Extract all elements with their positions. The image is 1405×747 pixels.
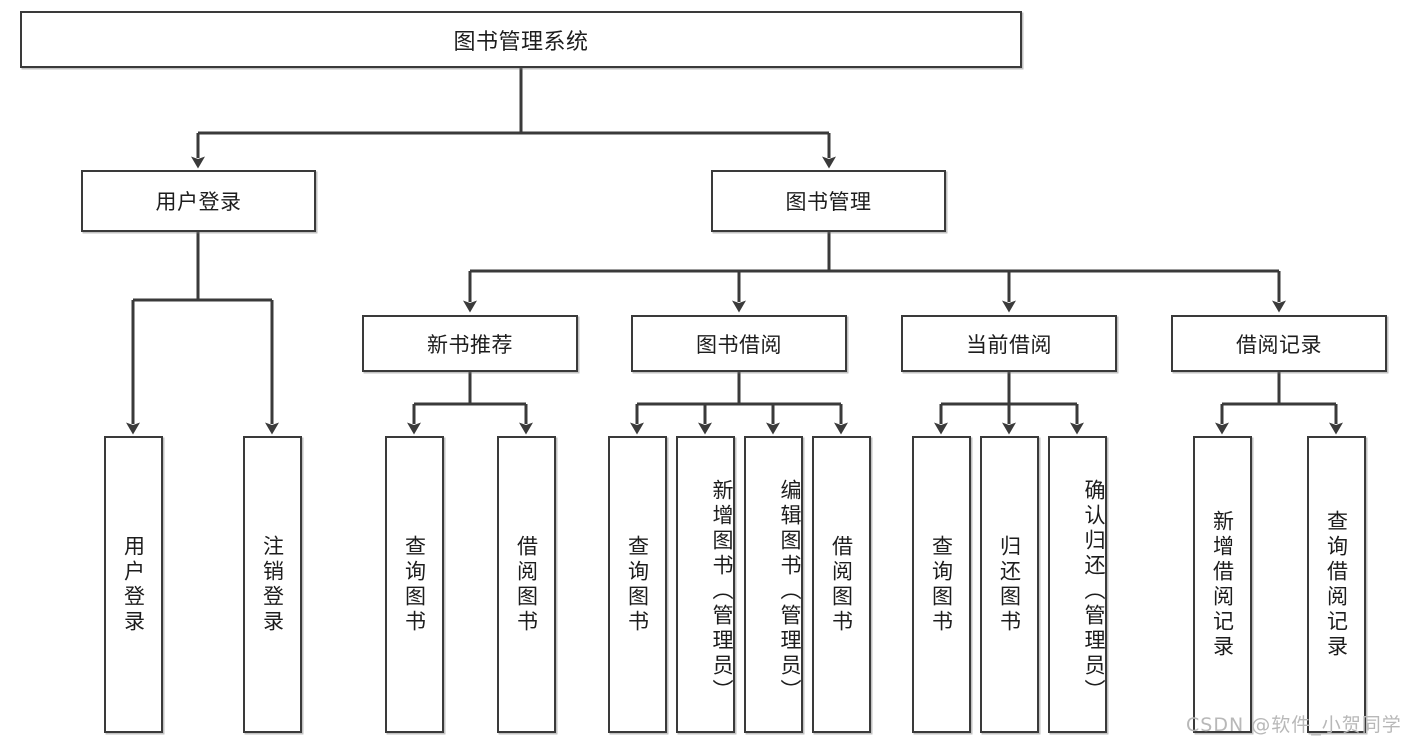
node-book-management[interactable]: 图书管理 bbox=[711, 170, 946, 232]
node-new-book-recommendation[interactable]: 新书推荐 bbox=[362, 315, 578, 372]
node-label: 查询图书 bbox=[402, 534, 427, 635]
leaf-return-book[interactable]: 归还图书 bbox=[980, 436, 1039, 733]
node-label: 图书借阅 bbox=[696, 332, 782, 357]
node-label: 用户登录 bbox=[155, 190, 242, 214]
leaf-query-book-current[interactable]: 查询图书 bbox=[912, 436, 971, 733]
leaf-borrow-book-new[interactable]: 借阅图书 bbox=[497, 436, 556, 733]
leaf-query-book-borrow[interactable]: 查询图书 bbox=[608, 436, 667, 733]
leaf-add-book-admin[interactable]: 新增图书（管理员） bbox=[676, 436, 735, 733]
node-label: 注销登录 bbox=[260, 534, 285, 635]
node-label: 用户登录 bbox=[121, 534, 146, 635]
node-label: 新增图书（管理员） bbox=[710, 479, 734, 704]
node-label: 查询图书 bbox=[929, 534, 954, 635]
node-current-borrowing[interactable]: 当前借阅 bbox=[901, 315, 1117, 372]
node-label: 图书管理系统 bbox=[453, 29, 589, 55]
leaf-user-login[interactable]: 用户登录 bbox=[104, 436, 163, 733]
node-label: 编辑图书（管理员） bbox=[778, 479, 802, 704]
leaf-confirm-return-admin[interactable]: 确认归还（管理员） bbox=[1048, 436, 1107, 733]
node-label: 图书管理 bbox=[785, 190, 872, 214]
leaf-query-book-new[interactable]: 查询图书 bbox=[385, 436, 444, 733]
node-book-management-system[interactable]: 图书管理系统 bbox=[20, 11, 1022, 68]
node-label: 确认归还（管理员） bbox=[1082, 479, 1106, 704]
node-label: 新增借阅记录 bbox=[1210, 509, 1235, 660]
node-label: 借阅图书 bbox=[829, 534, 854, 635]
node-borrowing-records[interactable]: 借阅记录 bbox=[1171, 315, 1387, 372]
node-user-login[interactable]: 用户登录 bbox=[81, 170, 316, 232]
node-label: 借阅记录 bbox=[1236, 332, 1322, 357]
leaf-query-borrow-record[interactable]: 查询借阅记录 bbox=[1307, 436, 1366, 733]
node-label: 归还图书 bbox=[997, 534, 1022, 635]
leaf-borrow-book[interactable]: 借阅图书 bbox=[812, 436, 871, 733]
node-label: 当前借阅 bbox=[966, 332, 1052, 357]
leaf-add-borrow-record[interactable]: 新增借阅记录 bbox=[1193, 436, 1252, 733]
node-label: 新书推荐 bbox=[427, 332, 513, 357]
node-label: 查询借阅记录 bbox=[1324, 509, 1349, 660]
node-label: 查询图书 bbox=[625, 534, 650, 635]
node-label: 借阅图书 bbox=[514, 534, 539, 635]
leaf-edit-book-admin[interactable]: 编辑图书（管理员） bbox=[744, 436, 803, 733]
leaf-logout[interactable]: 注销登录 bbox=[243, 436, 302, 733]
node-book-borrowing[interactable]: 图书借阅 bbox=[631, 315, 847, 372]
